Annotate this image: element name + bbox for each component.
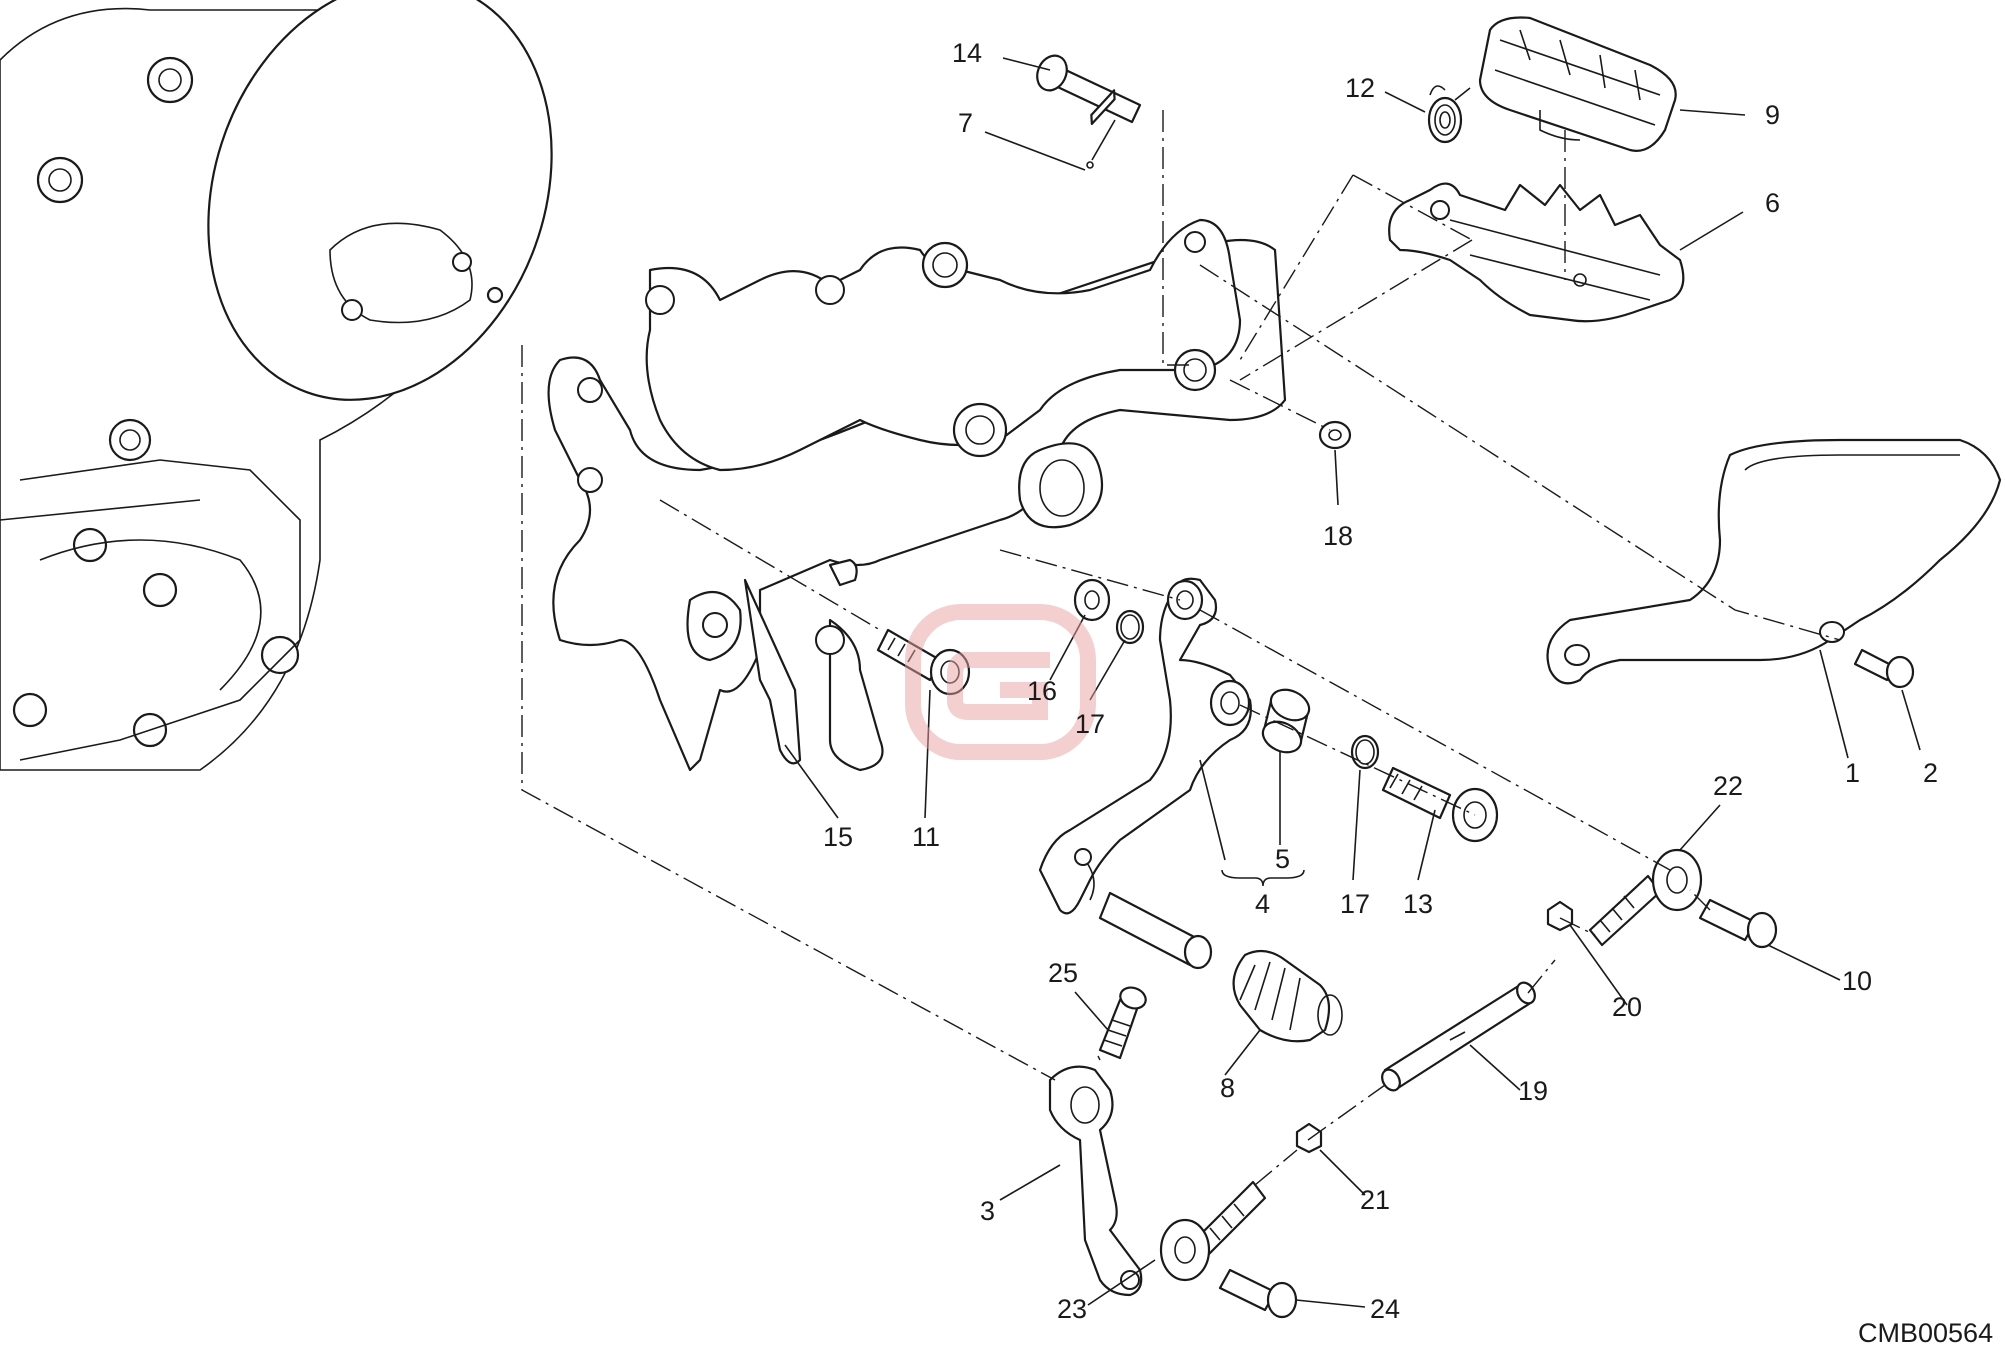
gear-lever (1038, 577, 1252, 915)
callout-11: 11 (912, 822, 940, 852)
bushing (1261, 688, 1311, 754)
washer (1318, 420, 1352, 450)
callout-24: 24 (1370, 1294, 1400, 1324)
callout-15: 15 (823, 822, 853, 852)
washer-16 (1073, 578, 1111, 622)
callout-12: 12 (1345, 73, 1375, 103)
callout-25: 25 (1048, 958, 1078, 988)
screw-24 (1218, 1268, 1298, 1319)
circlip-right (1350, 734, 1380, 770)
callout-17b: 17 (1340, 889, 1370, 919)
engine-bolt (12, 56, 504, 748)
nut-20 (1546, 900, 1574, 932)
pivot-screw (1381, 766, 1499, 843)
callout-14: 14 (952, 38, 982, 68)
watermark-logo (905, 604, 1096, 760)
shift-rod (1381, 981, 1536, 1092)
gear-peg (1098, 891, 1213, 970)
callout-8: 8 (1220, 1073, 1235, 1103)
callout-13: 13 (1403, 889, 1433, 919)
callout-18: 18 (1323, 521, 1353, 551)
cotter-pin (1086, 89, 1116, 169)
callout-5: 5 (1275, 844, 1290, 874)
spring (1427, 85, 1471, 144)
callout-4: 4 (1255, 889, 1270, 919)
footpeg (1388, 182, 1685, 323)
callout-20: 20 (1612, 992, 1642, 1022)
circlip (1115, 609, 1145, 645)
callout-19: 19 (1518, 1076, 1548, 1106)
callout-labels: 14 7 12 9 6 18 16 17 15 11 5 4 17 13 1 2… (823, 38, 1938, 1324)
callout-2: 2 (1923, 758, 1938, 788)
callout-17a: 17 (1075, 709, 1105, 739)
engine-case (0, 0, 553, 771)
callout-9: 9 (1765, 100, 1780, 130)
callout-23: 23 (1057, 1294, 1087, 1324)
callout-1: 1 (1845, 758, 1860, 788)
footpeg-rubber (1478, 16, 1677, 152)
rod-end-23 (1159, 1180, 1267, 1282)
screw-25 (1098, 986, 1147, 1060)
screw (1853, 648, 1915, 689)
heel-guard (1546, 438, 2002, 685)
callout-16: 16 (1027, 676, 1057, 706)
callout-3: 3 (980, 1196, 995, 1226)
assembly-centerlines (521, 110, 1841, 1186)
pin (1036, 54, 1142, 124)
callout-22: 22 (1713, 771, 1743, 801)
callout-6: 6 (1765, 188, 1780, 218)
shift-arm (1048, 1065, 1143, 1297)
screw-10 (1698, 898, 1778, 949)
gear-peg-rubber (1232, 949, 1343, 1043)
footpeg-bracket (547, 218, 1287, 772)
callout-7: 7 (958, 108, 973, 138)
callout-10: 10 (1842, 966, 1872, 996)
drawing-code: CMB00564 (1858, 1318, 1993, 1348)
nut-21 (1295, 1122, 1323, 1154)
rod-end-22 (1588, 848, 1703, 947)
callout-21: 21 (1360, 1185, 1390, 1215)
